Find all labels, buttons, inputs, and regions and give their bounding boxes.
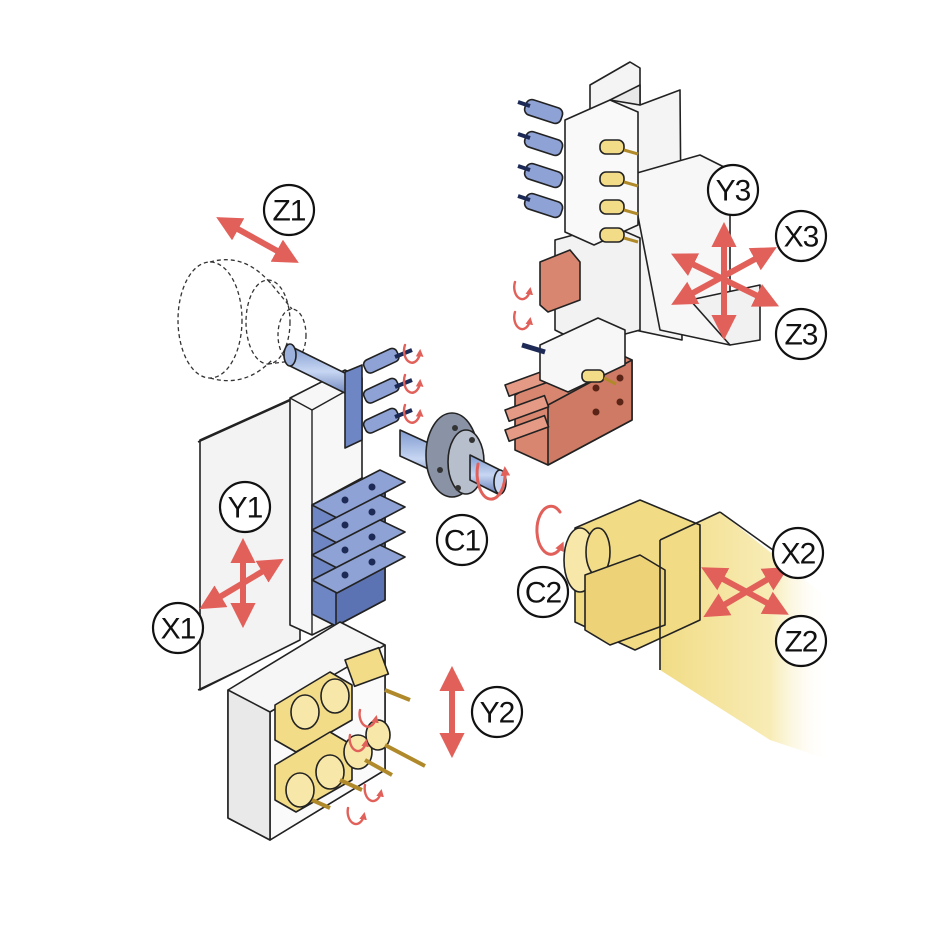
axis-label-z3: Z3 <box>774 307 828 361</box>
svg-text:Y1: Y1 <box>228 492 263 525</box>
svg-text:Y3: Y3 <box>716 175 751 208</box>
svg-text:C1: C1 <box>444 525 481 558</box>
c2-rotation-arrow <box>535 504 564 556</box>
c1-rotation-arrow <box>475 462 511 501</box>
tool-rotation-arrow-3 <box>402 403 424 424</box>
upper-blue-drills <box>517 98 564 219</box>
chuck-c1 <box>399 412 507 498</box>
motion-arrows <box>199 217 789 826</box>
axis-label-c1: C1 <box>435 513 489 567</box>
tool-rotation-arrow-1 <box>402 343 424 364</box>
upper-gold-drills <box>599 139 639 244</box>
x1-arrow <box>199 558 284 610</box>
axis-label-y2: Y2 <box>470 685 524 739</box>
svg-text:Z3: Z3 <box>784 319 817 352</box>
axis-label-y1: Y1 <box>218 480 272 534</box>
svg-text:Y2: Y2 <box>480 697 515 730</box>
tool-rotation-arrow-7 <box>348 733 369 753</box>
svg-text:X1: X1 <box>161 613 196 646</box>
svg-text:Z1: Z1 <box>272 195 305 228</box>
z2-arrow <box>703 566 789 618</box>
svg-text:X2: X2 <box>781 538 816 571</box>
tool-rotation-arrow-8 <box>363 783 384 803</box>
tool-rotation-arrow-9 <box>346 806 367 826</box>
axis-label-x2: X2 <box>771 526 825 580</box>
svg-text:C2: C2 <box>525 577 562 610</box>
tool-rotation-arrow-5 <box>513 310 534 331</box>
svg-text:X3: X3 <box>784 221 819 254</box>
axis-label-x3: X3 <box>774 209 828 263</box>
tool-rotation-arrow-2 <box>402 373 424 394</box>
axis-label-z1: Z1 <box>262 183 316 237</box>
svg-text:Z2: Z2 <box>784 626 817 659</box>
axis-label-c2: C2 <box>516 565 570 619</box>
tool-rotation-arrow-6 <box>358 708 379 728</box>
center-drill-holder <box>521 317 626 393</box>
tool-rotation-arrow-4 <box>513 280 534 301</box>
axis-label-z2: Z2 <box>774 614 828 668</box>
blue-turning-tools <box>311 469 406 594</box>
axis-label-y3: Y3 <box>706 163 760 217</box>
axis-label-x1: X1 <box>151 601 205 655</box>
blue-live-tools <box>362 347 413 434</box>
z3-arrow <box>670 253 780 307</box>
z1-arrow <box>216 217 299 263</box>
